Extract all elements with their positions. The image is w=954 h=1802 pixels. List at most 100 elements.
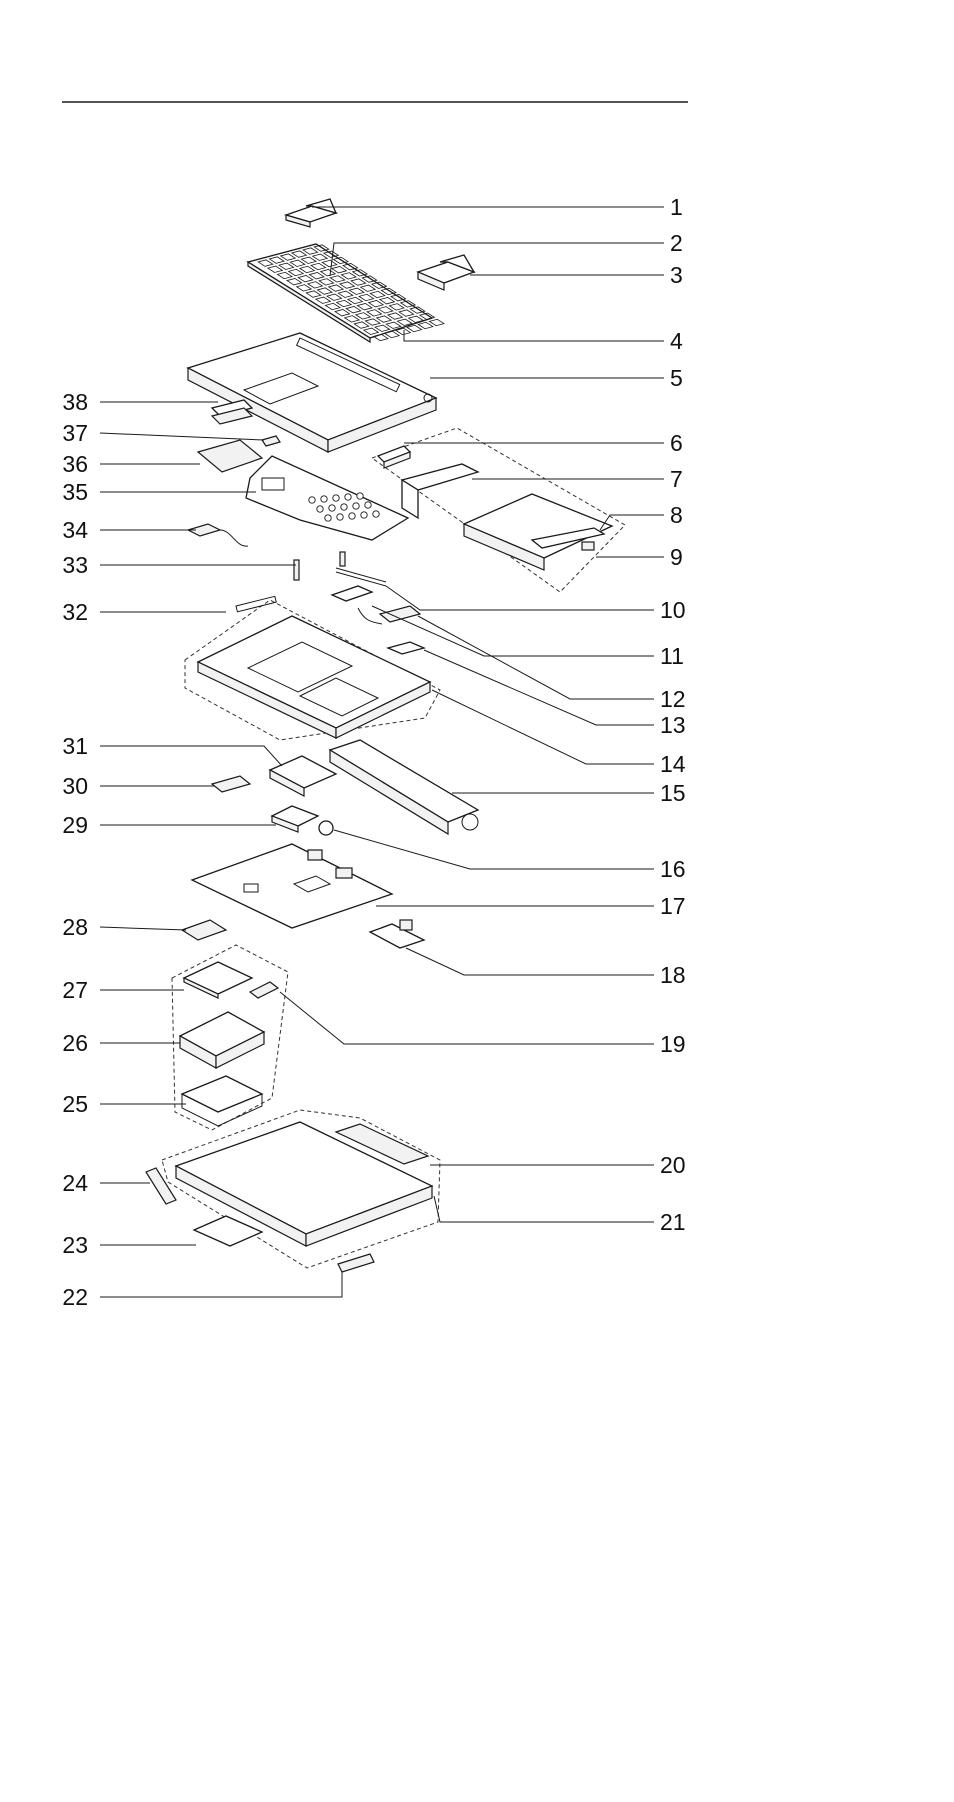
callout-number: 34	[62, 517, 88, 543]
cable-connector-part	[188, 524, 248, 546]
keyboard-part	[248, 244, 444, 342]
hdd-cover-part	[184, 962, 252, 998]
callout-number: 38	[62, 389, 88, 415]
callout-number: 28	[62, 914, 88, 940]
callout-number: 3	[670, 262, 683, 288]
leader-line	[424, 650, 654, 725]
leader-line	[100, 746, 282, 766]
connector-strip-part	[380, 606, 420, 622]
callout-number: 23	[62, 1232, 88, 1258]
keypad-dot	[341, 504, 347, 510]
callout-number: 35	[62, 479, 88, 505]
palm-rest-part	[188, 333, 436, 452]
latch-part	[212, 776, 250, 792]
leader-line	[432, 690, 654, 764]
small-board-part	[332, 586, 382, 624]
callout-number: 18	[660, 962, 686, 988]
leader-line	[406, 948, 654, 975]
keypad-dot	[321, 496, 327, 502]
callout-number: 14	[660, 751, 686, 777]
callout-number: 33	[62, 552, 88, 578]
callout-number: 8	[670, 502, 683, 528]
keypad-dot	[329, 505, 335, 511]
callout-number: 12	[660, 686, 686, 712]
leader-line	[404, 330, 664, 341]
keypad-dot	[353, 503, 359, 509]
callout-number: 10	[660, 597, 686, 623]
keypad-dot	[337, 514, 343, 520]
heat-spreader-part	[270, 756, 336, 796]
callout-number: 24	[62, 1170, 88, 1196]
keypad-dot	[349, 513, 355, 519]
keypad-dot	[333, 495, 339, 501]
callout-number: 5	[670, 365, 683, 391]
callout-number: 20	[660, 1152, 686, 1178]
speaker-bracket-part	[212, 400, 252, 424]
flat-cable-part	[336, 568, 386, 586]
callout-number: 30	[62, 773, 88, 799]
coin-battery-part	[319, 821, 333, 835]
keyboard-key	[407, 325, 422, 331]
callout-number: 6	[670, 430, 683, 456]
callout-number: 21	[660, 1209, 686, 1235]
leader-line	[334, 830, 654, 869]
keypad-dot	[357, 493, 363, 499]
callout-number: 36	[62, 451, 88, 477]
keyboard-connector-part	[418, 255, 474, 290]
battery-pack-part	[330, 740, 478, 834]
callout-number: 2	[670, 230, 683, 256]
leader-line	[434, 1196, 654, 1222]
sub-board-part	[370, 920, 424, 948]
callout-number: 7	[670, 466, 683, 492]
leader-line	[330, 243, 664, 276]
keypad-dot	[373, 511, 379, 517]
small-flat-part	[388, 642, 424, 654]
leader-line	[100, 433, 264, 440]
hinge-cover-part	[146, 1168, 176, 1204]
foot-part	[338, 1254, 374, 1272]
callout-number: 32	[62, 599, 88, 625]
drive-bracket-part	[378, 446, 410, 468]
callout-number: 25	[62, 1091, 88, 1117]
leader-line	[386, 586, 654, 610]
keypad-dot	[365, 502, 371, 508]
system-board-part	[192, 844, 392, 928]
leader-line	[418, 616, 654, 699]
callout-number: 9	[670, 544, 683, 570]
callout-number: 11	[660, 643, 684, 669]
clip-pair-part	[294, 552, 345, 580]
keypad-dot	[325, 515, 331, 521]
callout-number: 13	[660, 712, 686, 738]
callout-number: 4	[670, 328, 683, 354]
keypad-dot	[345, 494, 351, 500]
hard-disk-part	[180, 1012, 264, 1068]
hdd-connector-part	[250, 982, 278, 998]
memory-module-part	[182, 920, 226, 940]
right-callouts: 1 2 3 4 5 6 7 8 9 10 11 12 13 14 15 16 1…	[660, 194, 686, 1235]
callout-number: 19	[660, 1031, 686, 1057]
drive-tray-frame-part	[402, 464, 478, 518]
access-door-part	[194, 1216, 262, 1246]
keyboard-key	[429, 319, 444, 325]
keypad-dot	[317, 506, 323, 512]
callout-number: 1	[670, 194, 683, 220]
callout-number: 15	[660, 780, 686, 806]
card-plate-part	[198, 440, 262, 472]
callout-number: 27	[62, 977, 88, 1003]
keypad-dot	[361, 512, 367, 518]
callout-number: 16	[660, 856, 686, 882]
keyboard-key	[418, 322, 433, 328]
left-callouts: 38 37 36 35 34 33 32 31 30 29 28 27 26 2…	[62, 389, 88, 1310]
callout-number: 37	[62, 420, 88, 446]
callout-number: 26	[62, 1030, 88, 1056]
callout-number: 29	[62, 812, 88, 838]
leader-line	[100, 1272, 342, 1297]
keypad-dot	[309, 497, 315, 503]
leader-line	[100, 927, 186, 930]
small-clip-part	[262, 436, 280, 446]
leader-line	[280, 992, 654, 1044]
cpu-module-part	[272, 806, 318, 832]
hdd-bracket-part	[182, 1076, 262, 1126]
